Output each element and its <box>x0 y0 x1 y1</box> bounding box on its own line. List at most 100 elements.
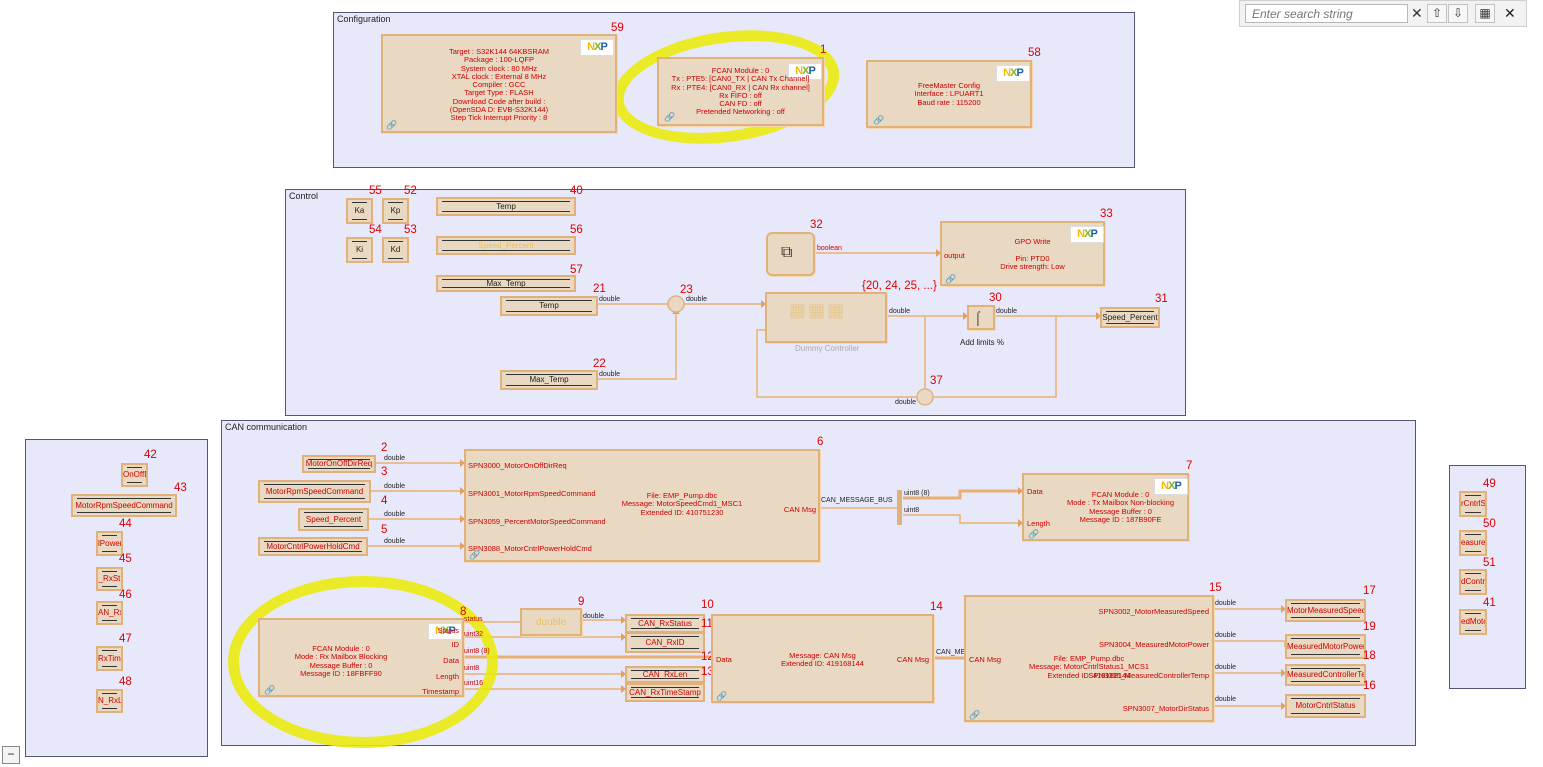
can-receive-block[interactable]: NXP FCAN Module : 0 Mode : Rx Mailbox Bl… <box>258 618 464 697</box>
measured-controller-temp-outport[interactable]: MeasuredControllerTemp <box>1285 664 1366 686</box>
block-text: File: EMP_Pump.dbc Message: MotorCntrlSt… <box>1028 654 1150 680</box>
right-block-51[interactable]: dContr <box>1459 569 1487 595</box>
motor-cntrl-status-outport[interactable]: MotorCntrlStatus <box>1285 694 1366 718</box>
port-label: SPN3004_MeasuredMotorPower <box>1098 640 1209 649</box>
can-pack-block[interactable]: SPN3000_MotorOnOffDirReq SPN3001_MotorRp… <box>464 449 820 562</box>
right-block-50[interactable]: easure <box>1459 530 1487 556</box>
speed-percent-goto[interactable]: Speed_Percent <box>1100 307 1160 328</box>
block-number: 9 <box>578 596 585 608</box>
can-unpack-block[interactable]: CAN Msg File: EMP_Pump.dbc Message: Moto… <box>964 595 1214 722</box>
block-text: FCAN Module : 0 Tx : PTE5: [CAN0_TX | CA… <box>671 66 810 117</box>
constant-ka[interactable]: Ka <box>346 198 373 224</box>
motor-on-off-inport[interactable]: MotorOnOffDirReq <box>302 455 376 473</box>
block-number: 4 <box>381 495 388 507</box>
rx-timestamp-goto[interactable]: CAN_RxTimeStamp <box>625 683 705 702</box>
block-number: 16 <box>1363 680 1376 692</box>
block-number: 10 <box>701 599 714 611</box>
block-number: 5 <box>381 524 388 536</box>
left-block-45[interactable]: _RxSt <box>96 567 123 591</box>
nxp-logo-icon: NXP <box>996 65 1030 82</box>
rx-status-goto[interactable]: CAN_RxStatus <box>625 614 705 633</box>
port-label: SPN3002_MotorMeasuredSpeed <box>1098 607 1210 616</box>
block-number: {20, 24, 25, ...} <box>862 280 937 292</box>
rx-len-goto[interactable]: CAN_RxLen <box>625 666 705 683</box>
can-transmit-block[interactable]: NXP Data Length FCAN Module : 0 Mode : T… <box>1022 473 1189 541</box>
block-number: 54 <box>369 224 382 236</box>
link-icon: 🔗 <box>873 115 885 125</box>
port-label: SPN3005_MeasuredControllerTemp <box>1088 671 1209 680</box>
search-next-button[interactable]: ⇩ <box>1448 4 1468 23</box>
signal-type: CAN_MESSAGE <box>936 649 990 656</box>
measured-speed-outport[interactable]: MotorMeasuredSpeed <box>1285 599 1366 622</box>
close-icon[interactable]: ✕ <box>1504 5 1516 21</box>
saturation-block[interactable]: ⌠ <box>967 305 995 330</box>
speed-percent-inport[interactable]: Speed_Percent <box>298 508 369 531</box>
left-block-47[interactable]: RxTime <box>96 646 123 671</box>
stateflow-chart-block[interactable]: ⧉ <box>766 232 815 276</box>
block-text: Target : S32K144 64KBSRAM Package : 100-… <box>448 47 550 123</box>
block-number: 12 <box>701 651 714 663</box>
max-temp-from-block[interactable]: Max_Temp <box>500 370 598 390</box>
gpo-write-block[interactable]: NXP GPO Write Pin: PTD0 Drive strength: … <box>940 221 1105 286</box>
fcan-config-block[interactable]: NXP FCAN Module : 0 Tx : PTE5: [CAN0_TX … <box>657 57 824 126</box>
port-label: Status <box>437 626 459 635</box>
port-label: CAN Msg <box>896 655 929 664</box>
block-number: 18 <box>1363 650 1376 662</box>
signal-type: double <box>895 399 917 406</box>
area-title: Control <box>289 191 319 201</box>
motor-rpm-inport[interactable]: MotorRpmSpeedCommand <box>258 480 371 503</box>
max-temp-goto-block[interactable]: Max_Temp <box>436 275 576 292</box>
constant-ki[interactable]: Ki <box>346 237 373 263</box>
right-block-49[interactable]: rCntrlS <box>1459 491 1487 517</box>
dummy-controller-block[interactable]: ▦▦▦ <box>765 292 887 343</box>
make-can-message-block[interactable]: Data Message: CAN Msg Extended ID: 41916… <box>711 614 934 703</box>
port-label: SPN3001_MotorRpmSpeedCommand <box>468 489 596 498</box>
power-hold-inport[interactable]: MotorCntrlPowerHoldCmd <box>258 537 368 556</box>
block-label: Dummy Controller <box>795 344 860 353</box>
measured-power-outport[interactable]: MeasuredMotorPower <box>1285 634 1366 659</box>
port-label: SPN3000_MotorOnOffDirReq <box>468 461 567 470</box>
block-number: 6 <box>817 436 824 448</box>
left-block-44[interactable]: lPower <box>96 531 123 556</box>
collapse-button[interactable]: − <box>2 746 20 764</box>
block-number: 37 <box>930 375 943 387</box>
convert-double-block[interactable]: double <box>520 608 582 636</box>
target-config-block[interactable]: NXP Target : S32K144 64KBSRAM Package : … <box>381 34 617 133</box>
port-label: SPN3088_MotorCntrlPowerHoldCmd <box>468 544 592 553</box>
search-input[interactable] <box>1245 4 1408 23</box>
block-number: 40 <box>570 185 583 197</box>
signal-type: double <box>384 538 406 545</box>
rx-id-goto[interactable]: CAN_RxID <box>625 632 705 653</box>
table-icon[interactable]: ▦ <box>1475 4 1495 23</box>
link-icon: 🔗 <box>469 550 481 560</box>
temp-goto-block[interactable]: Temp <box>436 197 576 216</box>
block-number: 11 <box>701 618 713 630</box>
block-number: 21 <box>593 283 606 295</box>
block-number: 59 <box>611 22 624 34</box>
block-number: 17 <box>1363 585 1376 597</box>
left-block-46[interactable]: AN_Rx <box>96 601 123 625</box>
subsystem-icon: ▦▦▦ <box>789 300 847 320</box>
freemaster-config-block[interactable]: NXP FreeMaster Config Interface : LPUART… <box>866 60 1032 128</box>
highlight-circle <box>228 576 498 748</box>
signal-type: status <box>464 616 483 623</box>
constant-kd[interactable]: Kd <box>382 237 409 263</box>
nxp-logo-icon: NXP <box>428 623 462 640</box>
left-block-42[interactable]: OnOffD <box>121 463 148 487</box>
right-block-41[interactable]: edMoto <box>1459 609 1487 635</box>
signal-type: double <box>583 613 605 620</box>
left-block-48[interactable]: N_RxL <box>96 689 123 713</box>
constant-kp[interactable]: Kp <box>382 198 409 224</box>
temp-from-block[interactable]: Temp <box>500 296 598 316</box>
left-block-43[interactable]: MotorRpmSpeedCommand <box>71 494 177 517</box>
signal-type: uint32 <box>464 631 484 638</box>
block-number: 45 <box>119 553 132 565</box>
port-label: ID <box>451 640 460 649</box>
block-number: 33 <box>1100 208 1113 220</box>
stateflow-icon: ⧉ <box>781 244 793 261</box>
link-icon: 🔗 <box>1028 529 1040 539</box>
speed-percent-goto-block[interactable]: Speed_Percent <box>436 236 576 255</box>
search-previous-button[interactable]: ⇧ <box>1427 4 1447 23</box>
clear-search-icon[interactable]: ✕ <box>1411 5 1423 21</box>
signal-type: uint16 <box>464 680 484 687</box>
